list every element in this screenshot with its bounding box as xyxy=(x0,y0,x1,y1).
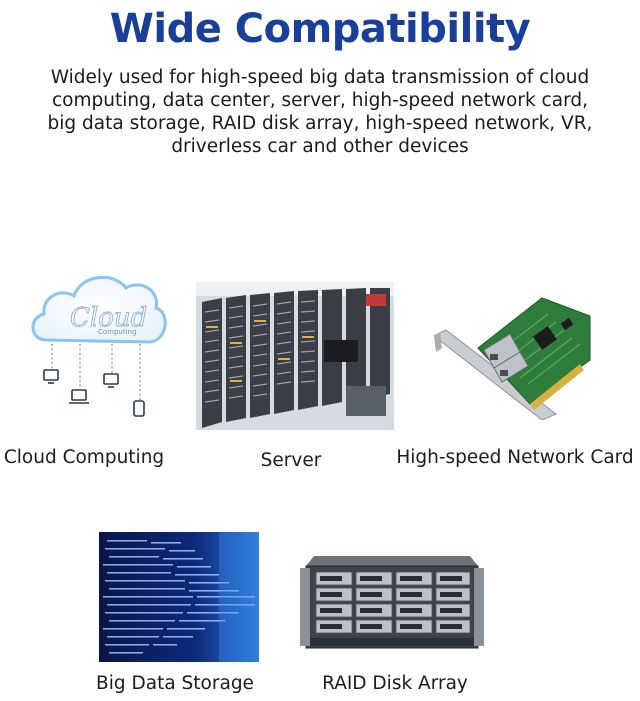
page-title: Wide Compatibility xyxy=(109,6,531,52)
caption-big-data: Big Data Storage xyxy=(96,673,254,694)
cloud-sub: Computing xyxy=(98,328,136,336)
caption-raid: RAID Disk Array xyxy=(322,673,468,694)
cloud-computing-image: Cloud Computing xyxy=(28,262,168,422)
caption-cloud-computing: Cloud Computing xyxy=(3,447,165,468)
server-rack-image xyxy=(196,282,394,430)
raid-array-image xyxy=(300,552,484,662)
caption-server: Server xyxy=(260,450,322,471)
network-card-image xyxy=(430,296,592,420)
cloud-word: Cloud xyxy=(70,303,147,333)
caption-network-card: High-speed Network Card xyxy=(396,447,634,468)
description-text: Widely used for high-speed big data tran… xyxy=(47,67,593,157)
big-data-image xyxy=(99,532,259,662)
